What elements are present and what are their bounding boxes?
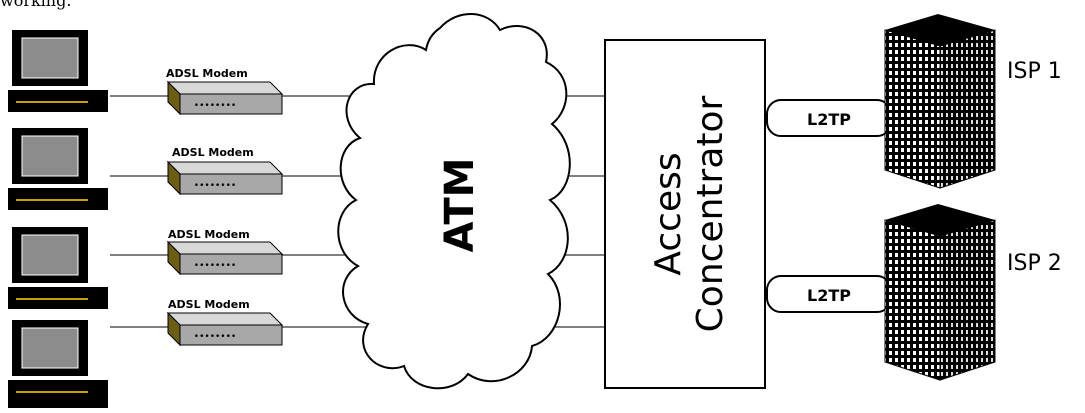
modem-1: •••••••• — [166, 80, 284, 116]
svg-text:••••••••: •••••••• — [194, 181, 236, 191]
isp-label-1: ISP 1 — [1007, 59, 1062, 84]
svg-text:••••••••: •••••••• — [194, 101, 236, 111]
computer-2 — [8, 128, 108, 210]
modem-3: •••••••• — [166, 240, 284, 276]
isp-building-2 — [884, 204, 996, 381]
l2tp-label-1: L2TP — [807, 110, 851, 129]
concentrator-label-line1: Access — [648, 152, 689, 275]
computer-3 — [8, 227, 108, 309]
modem-label-3: ADSL Modem — [168, 228, 250, 241]
isp-building-1 — [884, 14, 996, 189]
svg-text:••••••••: •••••••• — [194, 332, 236, 342]
l2tp-tunnel-2: L2TP — [766, 275, 892, 313]
modem-2: •••••••• — [166, 160, 284, 196]
atm-label: ATM — [437, 158, 483, 253]
l2tp-label-2: L2TP — [807, 286, 851, 305]
access-concentrator: Access Concentrator — [604, 39, 766, 389]
computer-4 — [8, 320, 108, 408]
modem-label-2: ADSL Modem — [172, 146, 254, 159]
modem-label-1: ADSL Modem — [166, 67, 248, 80]
svg-text:••••••••: •••••••• — [194, 261, 236, 271]
modem-4: •••••••• — [166, 311, 284, 347]
atm-cloud: ATM — [337, 13, 571, 390]
caption-text: working. — [0, 0, 72, 10]
isp-label-2: ISP 2 — [1007, 251, 1062, 276]
computer-1 — [8, 30, 108, 112]
modem-label-4: ADSL Modem — [168, 298, 250, 311]
l2tp-tunnel-1: L2TP — [766, 99, 892, 137]
concentrator-label-line2: Concentrator — [690, 95, 731, 332]
